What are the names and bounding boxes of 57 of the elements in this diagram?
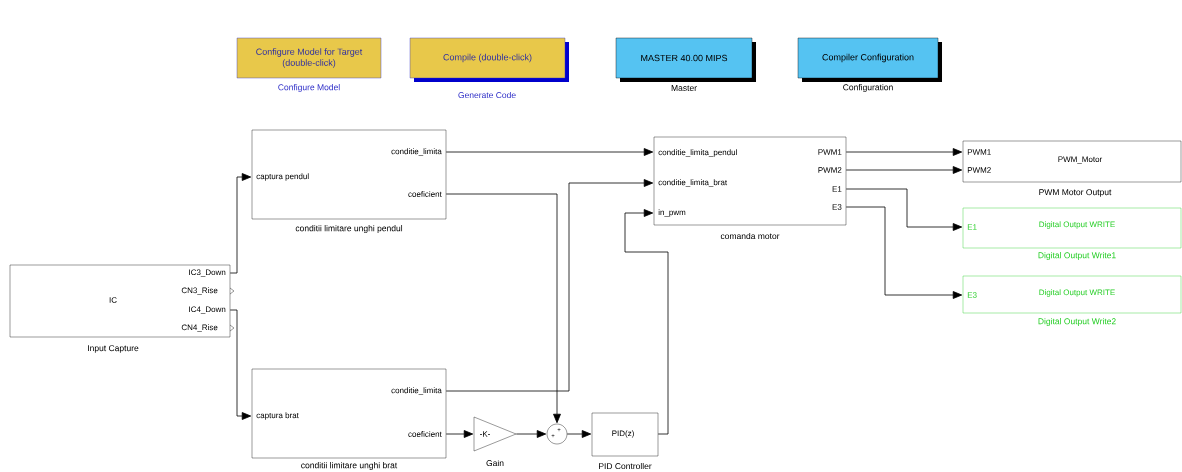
port-label: PWM1 — [818, 149, 842, 155]
port-label: PWM1 — [967, 149, 991, 155]
block-caption: Digital Output Write2 — [1038, 318, 1116, 326]
connector-arrow — [515, 430, 547, 438]
setup-block: Compile (double-click) — [409, 37, 569, 82]
block-caption: Gain — [486, 459, 504, 467]
port-label: conditie_limita — [391, 148, 442, 156]
connector-arrow — [566, 430, 592, 438]
block-caption: Configure Model — [278, 84, 340, 92]
block-caption: conditii limitare unghi brat — [301, 462, 398, 470]
connector-arrow — [445, 179, 654, 392]
connector-arrow — [624, 209, 669, 435]
connector-arrow — [845, 166, 963, 174]
block-caption: Input Capture — [88, 345, 139, 353]
port-label: CN3_Rise — [181, 287, 218, 295]
setup-block: Compiler Configuration — [797, 37, 942, 82]
block-label: PID(z) — [612, 430, 634, 438]
block-caption: conditii limitare unghi pendul — [295, 225, 403, 233]
connector-arrow — [845, 206, 963, 299]
port-label: E3 — [967, 292, 977, 298]
block-caption: Configuration — [843, 84, 893, 92]
block-caption: PWM Motor Output — [1039, 189, 1112, 197]
port-label: conditie_limita_pendul — [658, 149, 737, 157]
block-caption: comanda motor — [720, 232, 780, 240]
port-label: conditie_limita_brat — [658, 179, 728, 187]
port-label: in_pwm — [658, 209, 686, 217]
port-label: PWM2 — [818, 167, 842, 173]
port-label: conditie_limita — [391, 387, 442, 395]
block-caption: PID Controller — [599, 462, 652, 470]
connector-arrow — [445, 193, 561, 424]
connector-arrow — [229, 173, 252, 274]
block-label: Digital Output WRITE — [1039, 289, 1115, 297]
gain-triangle: -K- — [473, 416, 517, 452]
block-caption: Generate Code — [458, 91, 516, 99]
port-label: IC3_Down — [189, 269, 226, 277]
setup-block: Configure Model for Target (double-click) — [236, 37, 382, 79]
port-label: captura pendul — [256, 173, 309, 181]
port-label: coeficient — [408, 191, 442, 197]
connector-arrow — [445, 148, 654, 156]
connector-arrow — [845, 188, 963, 231]
port-label: E3 — [832, 204, 842, 210]
port-label: PWM2 — [967, 167, 991, 173]
block-caption: Master — [671, 85, 697, 91]
connector-arrow — [845, 148, 963, 156]
port-label: IC4_Down — [189, 306, 226, 314]
port-label: E1 — [832, 186, 842, 192]
block-label: IC — [109, 297, 117, 303]
setup-block: MASTER 40.00 MIPS — [615, 37, 756, 82]
block-label: PWM_Motor — [1058, 156, 1103, 164]
port-label: captura brat — [256, 412, 299, 420]
block-caption: Digital Output Write1 — [1038, 252, 1116, 260]
port-label: E1 — [967, 224, 977, 230]
connector-arrow — [229, 309, 252, 420]
block-label: Digital Output WRITE — [1039, 221, 1115, 229]
port-label: CN4_Rise — [181, 324, 218, 332]
port-label: coeficient — [408, 431, 442, 437]
connector-arrow — [445, 430, 474, 438]
